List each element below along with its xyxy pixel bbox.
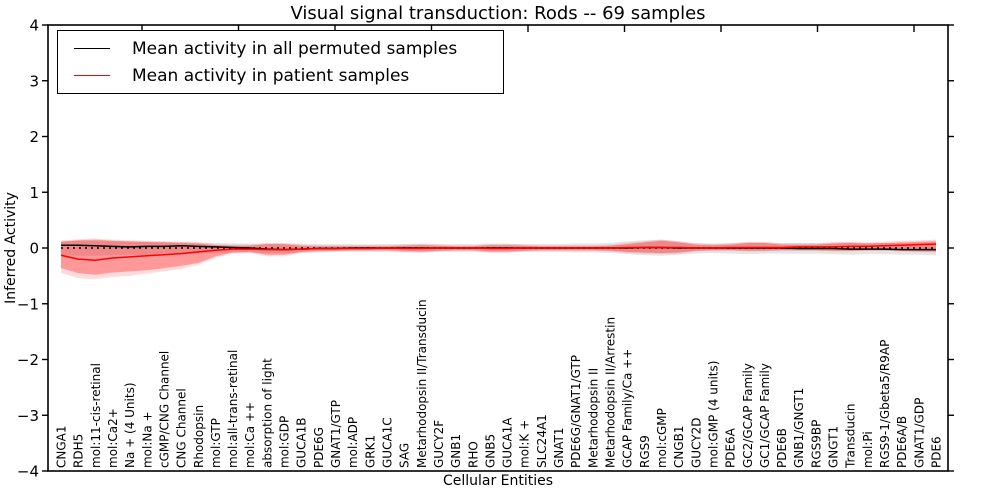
x-category-label: GNB1/GNGT1 [792, 388, 806, 468]
x-category-label: GNAT1 [552, 427, 566, 468]
y-tick-label: 3 [29, 72, 39, 90]
y-tick-label: −1 [17, 295, 39, 313]
x-category-label: PDE6G [312, 427, 326, 468]
y-tick-label: −3 [17, 407, 39, 425]
y-tick-label: 1 [29, 184, 39, 202]
x-category-label: RHO [466, 441, 480, 468]
x-category-label: GRK1 [363, 435, 377, 468]
x-category-label: CNG Channel [175, 388, 189, 468]
x-category-label: Metarhodopsin II/Transducin [415, 299, 429, 468]
x-category-label: SLC24A1 [535, 414, 549, 468]
y-tick-label: −4 [17, 463, 39, 481]
x-category-label: mol:cGMP [655, 408, 669, 468]
x-category-label: GUCY2D [689, 418, 703, 468]
x-category-label: PDE6A/B [895, 416, 909, 468]
x-category-label: RGS9 [638, 435, 652, 468]
x-category-label: PDE6A [724, 427, 738, 468]
legend-label-permuted: Mean activity in all permuted samples [132, 38, 458, 59]
x-category-label: RGS9-1/Gbeta5/R9AP [878, 340, 892, 468]
x-category-label: mol:GTP [209, 418, 223, 468]
x-category-label: GC1/GCAP Family [758, 363, 772, 468]
x-category-label: absorption of light [260, 358, 274, 468]
x-category-label: SAG [398, 443, 412, 468]
x-category-label: RGS9BP [809, 420, 823, 468]
x-category-label: mol:Na + [140, 411, 154, 468]
x-category-label: mol:GMP (4 units) [706, 361, 720, 468]
x-category-label: PDE6B [775, 428, 789, 468]
x-category-label: CNGA1 [55, 426, 69, 469]
x-category-label: PDE6G/GNAT1/GTP [569, 355, 583, 468]
x-category-label: mol:K + [518, 420, 532, 468]
x-category-label: GNAT1/GTP [329, 400, 343, 468]
x-category-label: Metarhodopsin II [586, 368, 600, 468]
legend-row-permuted: Mean activity in all permuted samples [68, 39, 493, 59]
x-category-label: GNB5 [483, 434, 497, 468]
legend-line-permuted-icon [74, 48, 110, 49]
legend-row-patient: Mean activity in patient samples [68, 66, 493, 86]
y-tick-label: −2 [17, 351, 39, 369]
x-category-label: cGMP/CNG Channel [157, 351, 171, 468]
y-tick-label: 4 [29, 17, 39, 35]
x-category-label: CNGB1 [672, 425, 686, 468]
x-category-label: GUCA1C [380, 417, 394, 468]
x-category-label: GNAT1/GDP [912, 398, 926, 468]
chart-title: Visual signal transduction: Rods -- 69 s… [290, 3, 706, 24]
x-category-label: mol:Pi [861, 431, 875, 468]
x-category-label: Transducin [844, 404, 858, 469]
x-category-label: mol:GDP [278, 416, 292, 468]
x-category-label: PDE6 [930, 436, 944, 468]
legend: Mean activity in all permuted samples Me… [57, 30, 504, 94]
x-category-label: mol:all-trans-retinal [226, 350, 240, 468]
x-category-label: Metarhodopsin II/Arrestin [604, 317, 618, 468]
x-category-label: GUCY2F [432, 420, 446, 468]
x-category-label: mol:Ca2+ [106, 408, 120, 468]
legend-line-patient-icon [74, 75, 110, 76]
x-category-label: GCAP Family/Ca ++ [621, 349, 635, 468]
x-category-label: mol:ADP [346, 417, 360, 468]
x-category-label: GUCA1B [295, 417, 309, 468]
x-category-label: RDH5 [72, 434, 86, 468]
x-category-label: GC2/GCAP Family [741, 363, 755, 468]
x-category-label: mol:11-cis-retinal [89, 363, 103, 468]
x-category-label: Na + (4 Units) [123, 382, 137, 468]
y-tick-label: 2 [29, 128, 39, 146]
x-axis-label: Cellular Entities [442, 473, 554, 489]
y-tick-label: 0 [29, 240, 39, 258]
x-category-label: mol:Ca ++ [243, 402, 257, 468]
x-category-label: GNB1 [449, 434, 463, 468]
line-patient-mean [60, 243, 937, 262]
y-axis-label: Inferred Activity [3, 192, 19, 304]
x-category-label: GNGT1 [827, 426, 841, 468]
legend-label-patient: Mean activity in patient samples [132, 65, 410, 86]
x-category-label: GUCA1A [501, 417, 515, 468]
x-category-label: Rhodopsin [192, 405, 206, 468]
